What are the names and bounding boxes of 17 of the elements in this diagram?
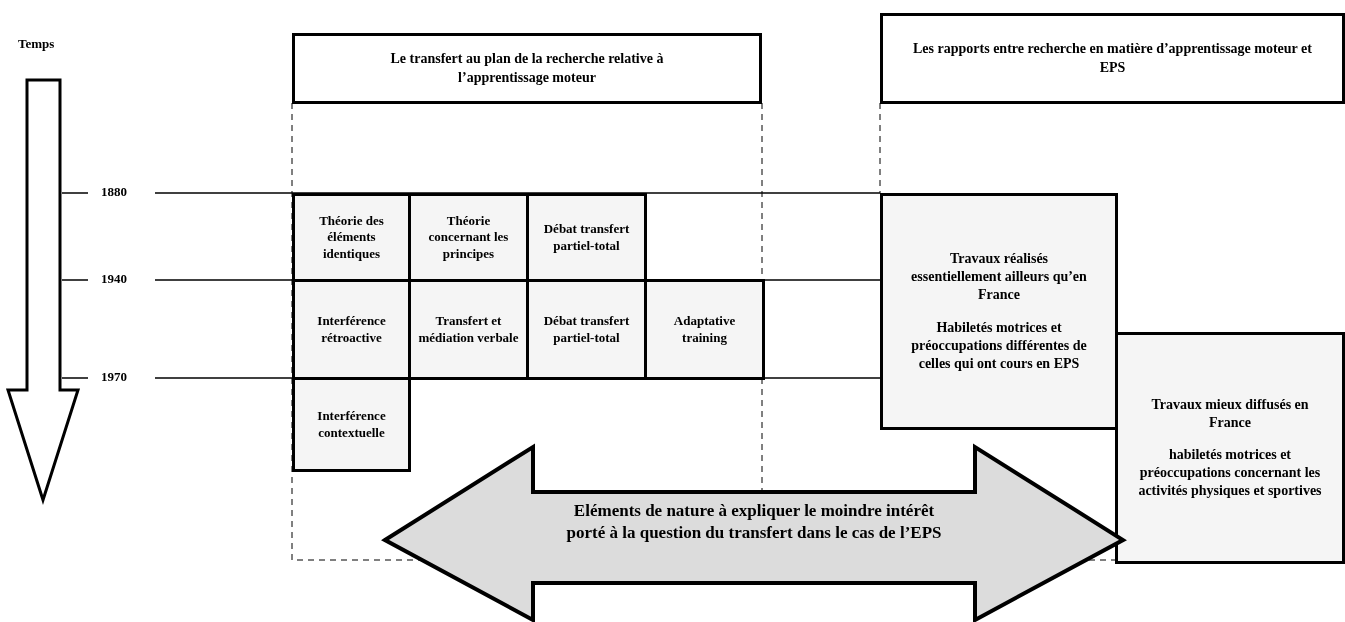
period-cell: Interférence contextuelle [292, 377, 411, 472]
column-header: Les rapports entre recherche en matière d’apprentissage moteur et EPS [880, 13, 1345, 104]
period-cell: Interférence rétroactive [292, 279, 411, 380]
box-text: habiletés motrices et préoccupations concernant les activités physiques et sportives [1137, 445, 1323, 501]
period-cell: Débat transfert partiel-total [526, 193, 647, 282]
text-box [880, 193, 1118, 430]
arrow-text: Eléments de nature à expliquer le moindre intérêt porté à la question du transfert dans le cas de l’EPS [565, 500, 943, 545]
period-cell: Adaptative training [644, 279, 765, 380]
period-cell: Transfert et médiation verbale [408, 279, 529, 380]
period-cell: Théorie concernant les principes [408, 193, 529, 282]
box-text: Travaux réalisés essentiellement ailleurs qu’en France [910, 249, 1088, 305]
period-cell: Débat transfert partiel-total [526, 279, 647, 380]
box-text: Habiletés motrices et préoccupations différentes de celles qui ont cours en EPS [910, 318, 1088, 373]
text-box [1115, 332, 1345, 564]
column-header: Le transfert au plan de la recherche relative à l’apprentissage moteur [292, 33, 762, 104]
period-cell: Théorie des éléments identiques [292, 193, 411, 282]
box-text: Travaux mieux diffusés en France [1150, 395, 1310, 432]
